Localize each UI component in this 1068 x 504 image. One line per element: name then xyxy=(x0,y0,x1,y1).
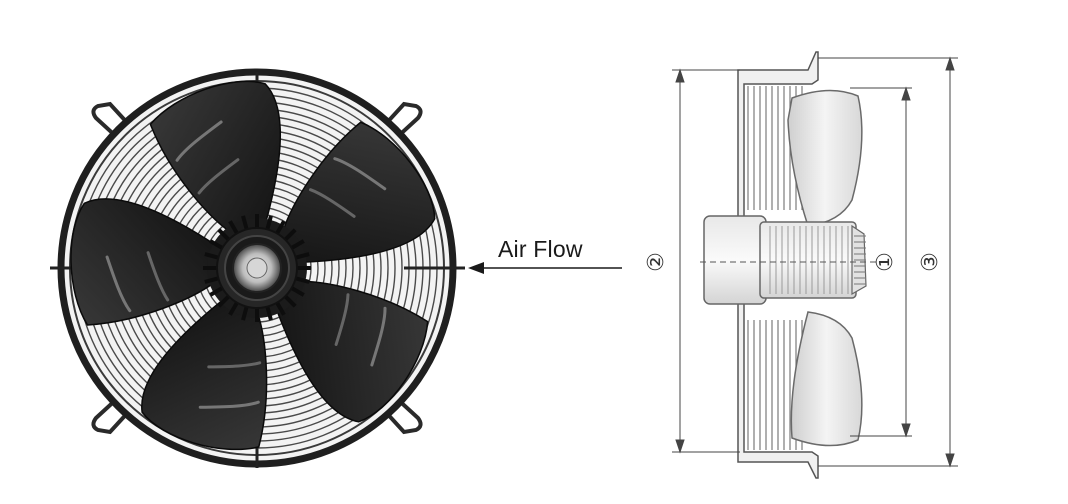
dimension-2-line xyxy=(672,68,740,454)
fan-blade xyxy=(70,198,230,326)
mounting-bracket-icon xyxy=(91,101,423,435)
fan-hub xyxy=(203,214,311,322)
fan-front-view xyxy=(50,68,465,468)
fan-blades xyxy=(70,80,436,451)
dimension-2-label: ② xyxy=(644,252,669,272)
fan-blade xyxy=(270,280,429,423)
dimension-3-line xyxy=(818,56,958,468)
airflow-arrow xyxy=(468,262,622,274)
fan-blade xyxy=(282,121,436,264)
fan-blade xyxy=(141,289,268,451)
fan-blade xyxy=(149,80,281,238)
fan-side-view: ② ① ③ xyxy=(644,51,958,479)
dimension-1-label: ① xyxy=(873,252,898,272)
airflow-label: Air Flow xyxy=(498,236,583,262)
dimension-3-label: ③ xyxy=(918,252,943,272)
dimension-1-line xyxy=(850,86,912,438)
